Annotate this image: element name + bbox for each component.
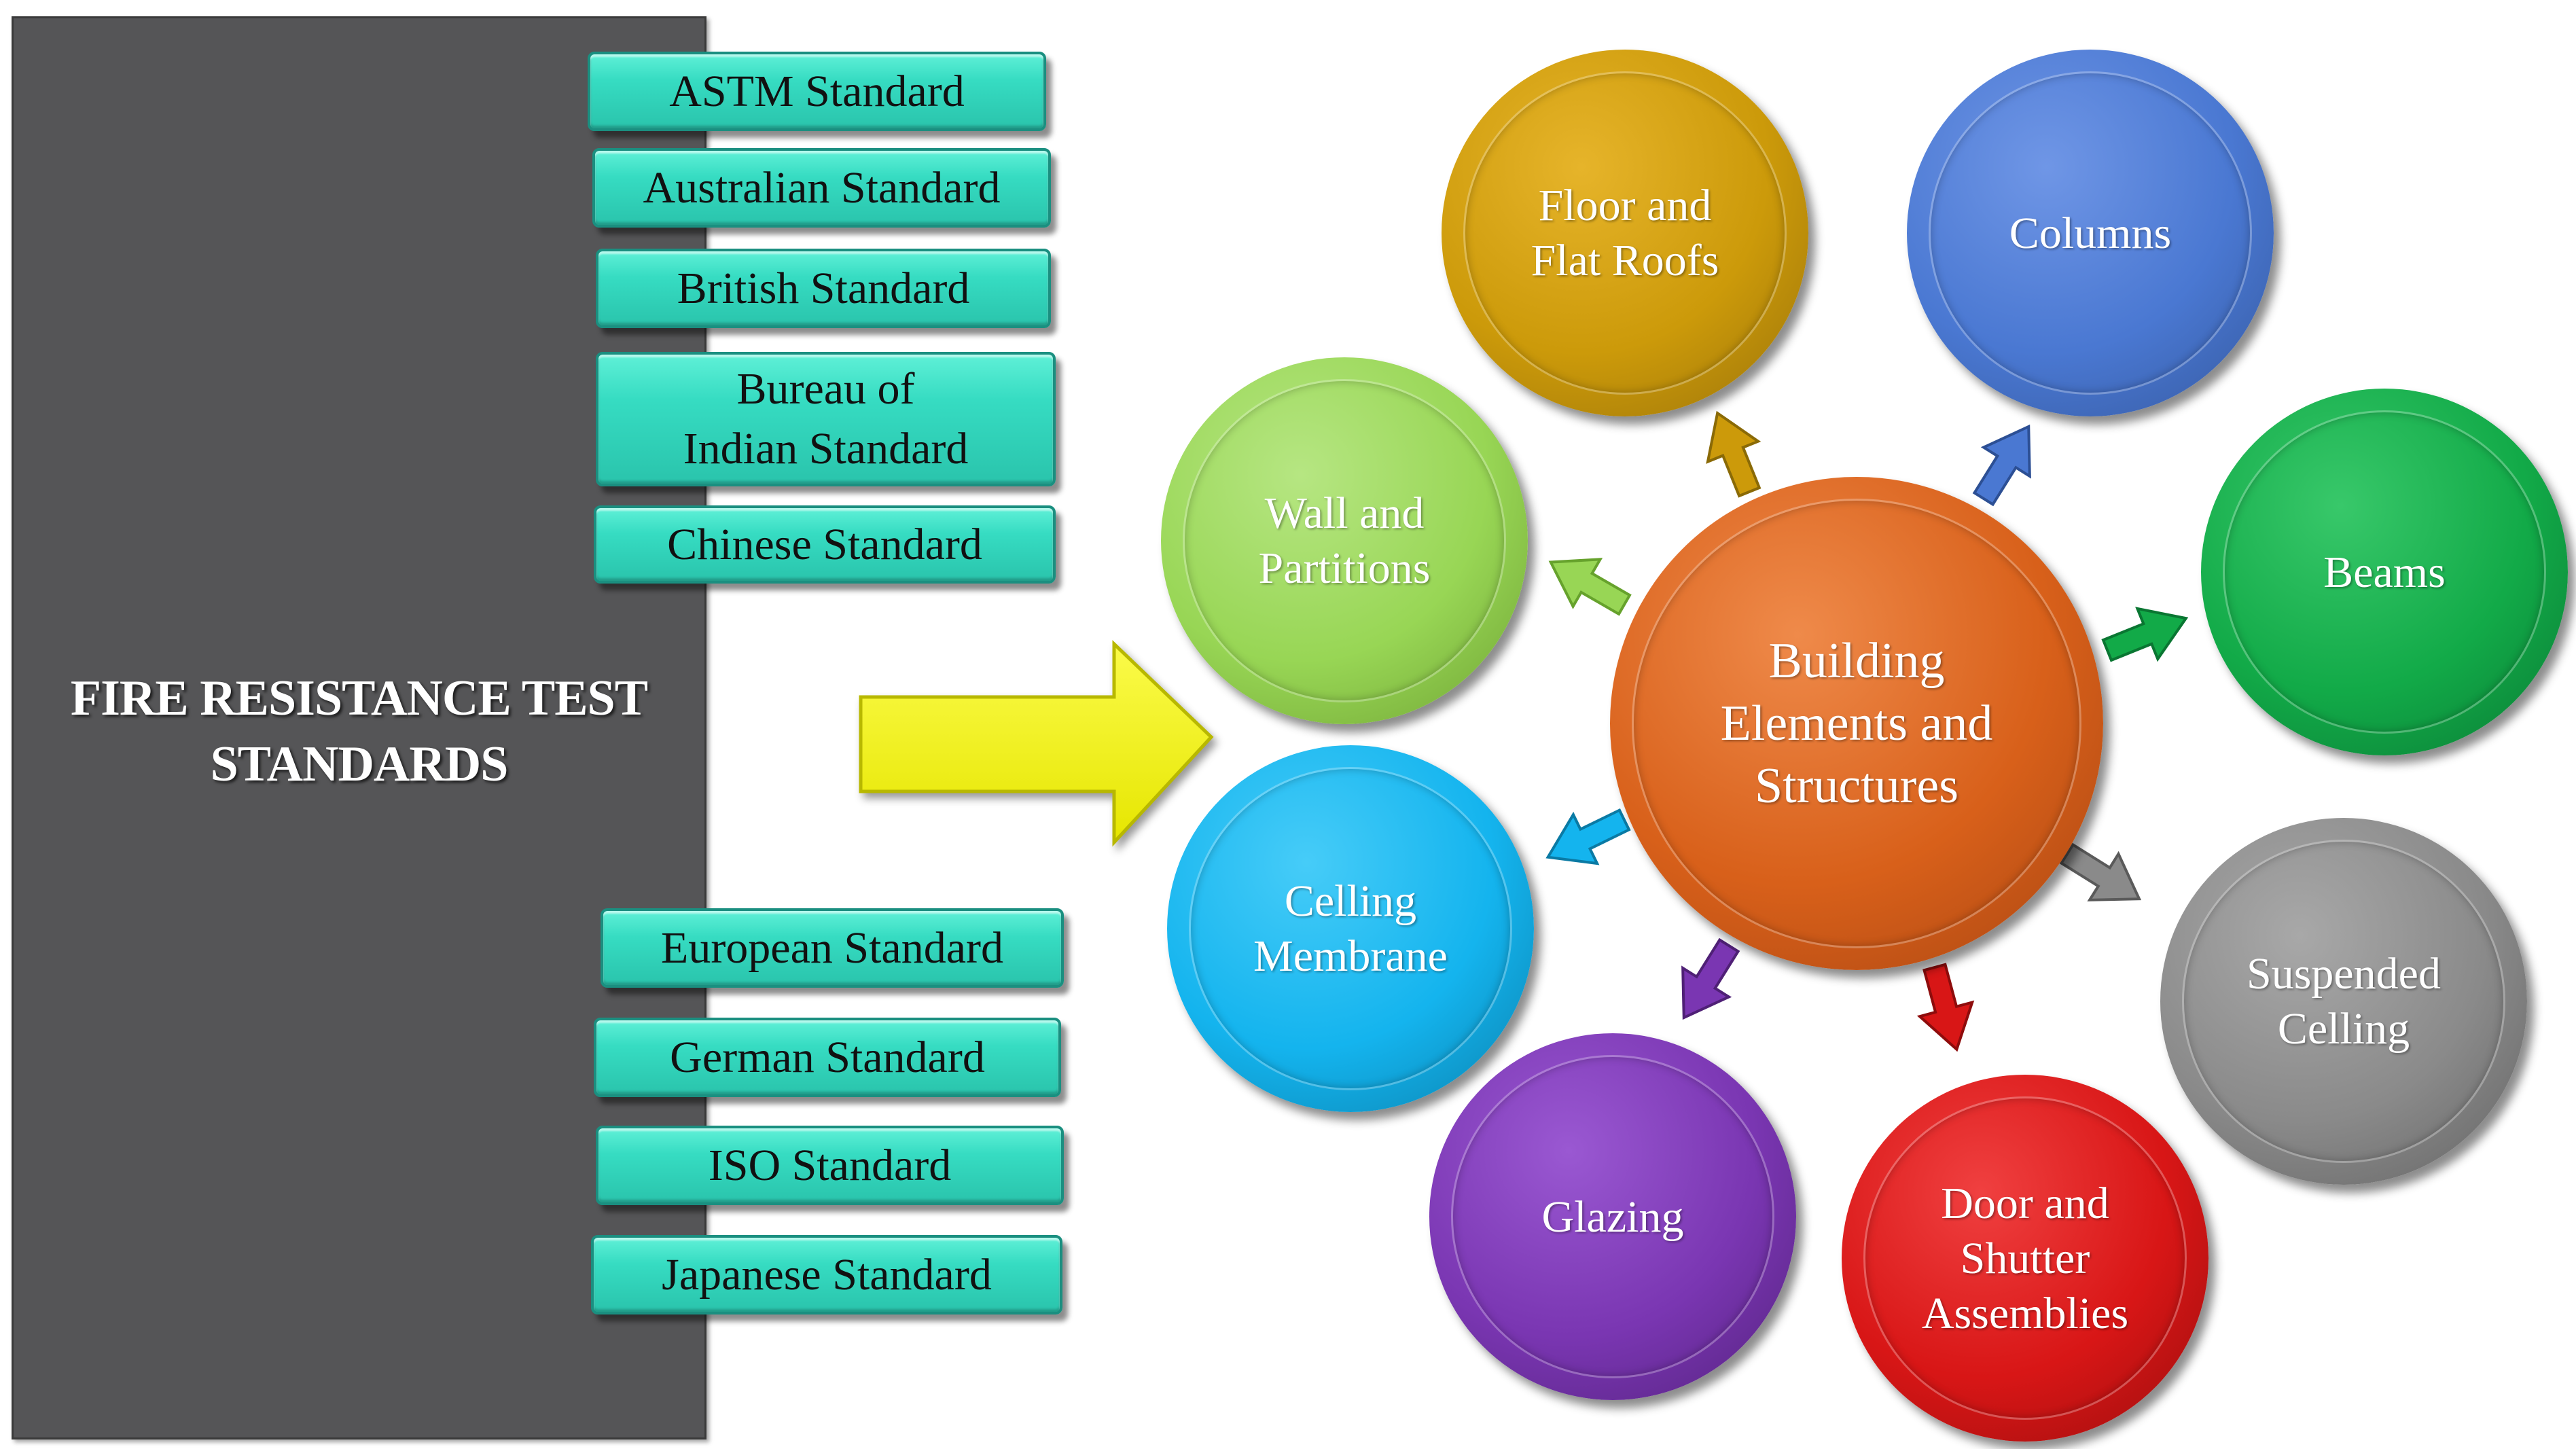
standard-british: British Standard bbox=[596, 249, 1051, 328]
standard-astm: ASTM Standard bbox=[588, 52, 1046, 131]
arrow-to-celling-membrane bbox=[1545, 808, 1631, 865]
node-label: Beams bbox=[2323, 547, 2446, 597]
node-celling-membrane: Celling Membrane bbox=[1167, 745, 1534, 1112]
node-glazing: Glazing bbox=[1429, 1033, 1796, 1400]
node-label: Columns bbox=[2009, 208, 2172, 258]
node-label: Suspended Celling bbox=[2247, 949, 2441, 1054]
arrow-to-floor bbox=[1706, 410, 1761, 498]
standard-iso: ISO Standard bbox=[596, 1126, 1064, 1205]
node-label: Glazing bbox=[1541, 1192, 1684, 1242]
node-beams: Beams bbox=[2201, 389, 2568, 755]
node-door-and-shutter: Door and Shutter Assemblies bbox=[1842, 1075, 2208, 1442]
panel-title: FIRE RESISTANCE TEST STANDARDS bbox=[70, 670, 648, 792]
standard-japanese: Japanese Standard bbox=[591, 1235, 1062, 1314]
arrow-to-glazing bbox=[1681, 937, 1740, 1020]
center-label: Building Elements and Structures bbox=[1720, 633, 1993, 814]
node-label: Door and Shutter Assemblies bbox=[1921, 1178, 2129, 1338]
node-columns: Columns bbox=[1907, 50, 2274, 416]
big-right-arrow bbox=[859, 640, 1214, 847]
standard-chinese: Chinese Standard bbox=[594, 505, 1056, 584]
standard-australian: Australian Standard bbox=[592, 148, 1051, 228]
node-wall-and-partitions: Wall and Partitions bbox=[1161, 357, 1528, 724]
standards-panel bbox=[12, 16, 706, 1439]
arrow-to-beams bbox=[2101, 607, 2189, 662]
node-label: Floor and Flat Roofs bbox=[1531, 181, 1719, 285]
standard-european: European Standard bbox=[601, 908, 1064, 988]
arrow-to-columns bbox=[1972, 424, 2031, 507]
arrow-to-wall bbox=[1548, 558, 1632, 616]
node-label: Wall and Partitions bbox=[1258, 488, 1431, 593]
node-floor-and-flat-roofs: Floor and Flat Roofs bbox=[1442, 50, 1808, 416]
center-building-elements: Building Elements and Structures bbox=[1610, 477, 2103, 970]
standard-bureau-of-indian: Bureau of Indian Standard bbox=[596, 352, 1056, 486]
arrow-to-door bbox=[1916, 963, 1975, 1052]
standard-german: German Standard bbox=[594, 1018, 1061, 1097]
node-label: Celling Membrane bbox=[1253, 876, 1448, 981]
arrow-to-suspended bbox=[2059, 842, 2142, 901]
node-suspended-celling: Suspended Celling bbox=[2160, 818, 2527, 1185]
